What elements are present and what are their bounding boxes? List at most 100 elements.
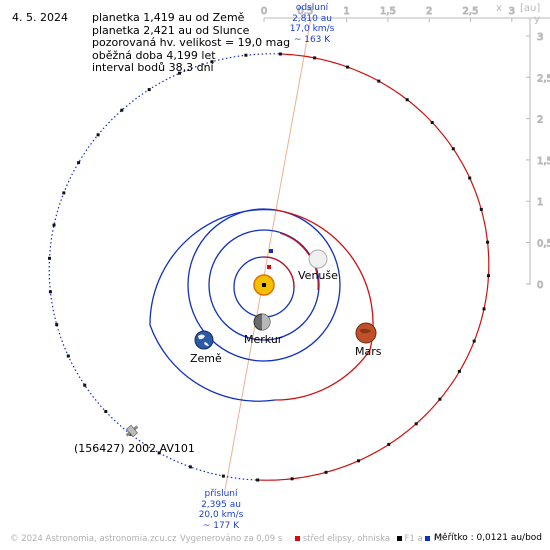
apsis-line — [224, 17, 312, 491]
footer-generated: Vygenerováno za 0,09 s — [180, 534, 283, 544]
y-tick-label: 2 — [537, 115, 543, 126]
x-tick-label: 1,5 — [380, 6, 396, 17]
orbit-point — [210, 60, 214, 64]
aphelion-speed: 17,0 km/s — [289, 24, 335, 34]
earth-disc — [194, 330, 214, 350]
orbit-point — [405, 98, 409, 102]
asteroid-probe-icon — [125, 424, 139, 438]
x-tick-label: 0 — [261, 6, 267, 17]
orbit-point — [256, 478, 260, 482]
orbit-point — [244, 53, 248, 57]
info-line-magnitude: pozorovaná hv. velikost = 19,0 mag — [92, 36, 291, 50]
orbit-point — [487, 274, 490, 278]
perihelion-title: přísluní — [204, 489, 238, 499]
x-tick-label: 0,5 — [297, 6, 313, 17]
earth-clouds — [198, 334, 209, 346]
scale-label: Měřítko : 0,0121 au/bod — [434, 533, 542, 543]
aphelion-distance: 2,810 au — [292, 13, 332, 24]
legend-center-swatch — [295, 536, 300, 541]
earth-label: Země — [190, 352, 222, 365]
mars-planet — [355, 322, 377, 344]
orbit-point — [482, 307, 486, 311]
asteroid-orbit-below — [48, 53, 280, 481]
orbit-point — [188, 465, 192, 469]
x-tick-label: 2,5 — [463, 6, 479, 17]
mars-marking — [359, 328, 371, 334]
perihelion-speed: 20,0 km/s — [198, 510, 244, 520]
aphelion-label: odsluní 2,810 au 17,0 km/s ~ 163 K — [287, 3, 337, 45]
orbit-point — [55, 323, 59, 327]
orbit-point — [357, 459, 360, 463]
orbit-point — [157, 451, 161, 455]
mercury-lit-side — [262, 314, 270, 330]
orbit-point — [468, 176, 472, 180]
mars-label: Mars — [355, 345, 382, 358]
y-tick-label: 3 — [537, 32, 543, 43]
footer-legend: střed elipsy, ohniska F1 a F2 — [295, 534, 443, 544]
orbit-point — [457, 369, 461, 373]
venus-orbit-above — [279, 232, 319, 291]
orbit-point — [414, 422, 418, 426]
info-line-earth-distance: planetka 1,419 au od Země — [92, 11, 245, 24]
perihelion-distance: 2,395 au — [201, 499, 241, 510]
perihelion-temperature: ~ 177 K — [202, 520, 240, 531]
date-label: 4. 5. 2024 — [12, 11, 68, 24]
orbit-point — [120, 108, 124, 112]
info-block: planetka 1,419 au od Země planetka 2,421… — [92, 11, 291, 75]
focus-f1-marker — [262, 283, 266, 287]
orbit-point — [147, 88, 151, 92]
aphelion-title: odsluní — [295, 3, 329, 13]
y-tick-label: 2,5 — [537, 73, 550, 84]
orbit-point — [324, 470, 328, 474]
ellipse-center-marker — [267, 265, 271, 269]
footer-copyright: © 2024 Astronomia, astronomia.zcu.cz — [10, 534, 177, 544]
info-line-interval: interval bodů 38,3 dní — [92, 61, 214, 75]
y-tick-label: 0 — [537, 280, 543, 291]
orbit-point — [83, 383, 87, 387]
y-tick-label: 1 — [537, 197, 543, 208]
orbit-point — [290, 477, 294, 481]
y-axis-letter: y — [534, 14, 540, 25]
orbit-point — [278, 52, 282, 56]
info-line-period: oběžná doba 4,199 let — [92, 48, 216, 62]
focus-f2-marker — [269, 249, 273, 253]
orbit-point — [377, 79, 381, 83]
x-tick-label: 1 — [343, 6, 349, 17]
legend-center-text: střed elipsy, ohniska — [302, 534, 391, 544]
orbit-point — [77, 161, 81, 165]
venus-orbit — [208, 229, 320, 341]
orbit-point — [479, 207, 483, 211]
orbit-point — [486, 240, 490, 244]
legend-f1-swatch — [396, 536, 402, 541]
venus-planet — [308, 249, 328, 269]
orbit-point — [221, 474, 225, 478]
orbit-point — [62, 191, 66, 195]
perihelion-label: přísluní 2,395 au 20,0 km/s ~ 177 K — [196, 489, 246, 531]
probe-panel — [126, 424, 138, 438]
y-tick-label: 1,5 — [537, 156, 550, 167]
orbit-point — [96, 133, 100, 137]
aphelion-temperature: ~ 163 K — [293, 34, 331, 45]
mercury-orbit-above — [263, 256, 295, 288]
x-tick-label: 2 — [426, 6, 432, 17]
info-line-sun-distance: planetka 2,421 au od Slunce — [92, 23, 250, 37]
legend-f2-swatch — [425, 536, 431, 541]
orbit-point — [438, 397, 442, 401]
mars-orbit-above — [274, 209, 374, 401]
legend-f1-text: F1 — [404, 534, 415, 544]
orbit-point — [346, 65, 350, 69]
sun — [253, 274, 275, 296]
asteroid-orbit-above — [260, 53, 490, 481]
orbit-point — [48, 290, 52, 294]
legend-f2-text: F2 — [433, 534, 444, 544]
orbit-point — [178, 71, 181, 75]
orbit-point — [313, 56, 317, 60]
x-tick-label: 3 — [509, 6, 515, 17]
mercury-label: Merkur — [244, 333, 283, 346]
orbit-point — [387, 442, 391, 446]
mars-orbit-below — [149, 208, 276, 402]
asteroid-label: (156427) 2002 AV101 — [74, 442, 195, 455]
